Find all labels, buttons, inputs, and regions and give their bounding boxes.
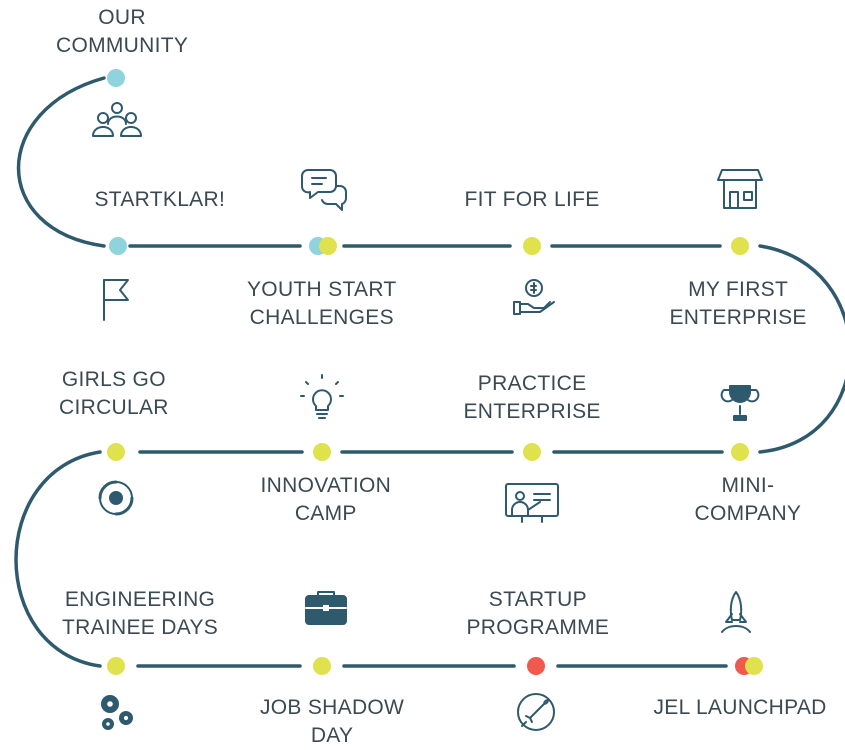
circular-gear-icon <box>98 480 134 516</box>
startup-programme-dot <box>527 657 545 675</box>
jel-launchpad-label: JEL LAUNCHPAD <box>654 694 827 722</box>
youth-start-challenges-label-line: CHALLENGES <box>249 306 394 329</box>
jel-launchpad-dot <box>745 657 763 675</box>
briefcase-icon <box>305 591 347 625</box>
fit-for-life-label-line: FIT FOR LIFE <box>464 188 600 211</box>
innovation-camp-label-line: CAMP <box>294 502 357 525</box>
job-shadow-day-label-line: DAY <box>310 724 354 747</box>
trophy-icon <box>720 385 760 421</box>
job-shadow-day-label-line: JOB SHADOW <box>260 696 405 719</box>
flag-icon <box>103 279 129 321</box>
startklar-label-line: STARTKLAR! <box>94 188 226 211</box>
gears-icon <box>101 695 133 730</box>
startup-programme-label: STARTUP PROGRAMME <box>467 586 610 642</box>
our-community-label-line: OUR <box>98 6 146 29</box>
rocket-circle-icon <box>517 693 555 731</box>
curve-left <box>14 450 102 668</box>
mini-company-label: MINI- COMPANY <box>695 472 802 528</box>
job-shadow-day-label: JOB SHADOW DAY <box>260 694 404 750</box>
job-shadow-day-dot <box>313 657 331 675</box>
our-community-dot <box>107 69 125 87</box>
engineering-trainee-days-label-line: ENGINEERING <box>64 588 216 611</box>
engineering-trainee-days-label: ENGINEERING TRAINEE DAYS <box>62 586 218 642</box>
girls-go-circular-label-line: GIRLS GO <box>61 368 166 391</box>
curve-top-left <box>16 76 106 248</box>
engineering-trainee-days-dot <box>107 657 125 675</box>
curve-right <box>758 244 845 454</box>
mini-company-dot <box>731 443 749 461</box>
my-first-enterprise-label-line: MY FIRST <box>688 278 789 301</box>
lightbulb-icon <box>300 374 344 419</box>
my-first-enterprise-dot <box>731 237 749 255</box>
startklar-label: STARTKLAR! <box>95 186 226 214</box>
practice-enterprise-label-line: PRACTICE <box>477 372 587 395</box>
startup-programme-label-line: STARTUP <box>488 588 587 611</box>
girls-go-circular-label: GIRLS GO CIRCULAR <box>59 366 169 422</box>
my-first-enterprise-label: MY FIRST ENTERPRISE <box>670 276 807 332</box>
youth-start-challenges-label-line: YOUTH START <box>247 278 397 301</box>
girls-go-circular-label-line: CIRCULAR <box>59 396 169 419</box>
chat-bubbles-icon <box>301 169 347 211</box>
fit-for-life-dot <box>523 237 541 255</box>
engineering-trainee-days-label-line: TRAINEE DAYS <box>62 616 219 639</box>
innovation-camp-label-line: INNOVATION <box>260 474 392 497</box>
fit-for-life-label: FIT FOR LIFE <box>465 186 600 214</box>
youth-start-challenges-label: YOUTH START CHALLENGES <box>247 276 397 332</box>
my-first-enterprise-label-line: ENTERPRISE <box>669 306 807 329</box>
girls-go-circular-dot <box>107 443 125 461</box>
our-community-label-line: COMMUNITY <box>56 34 189 57</box>
youth-start-challenges-dot <box>319 237 337 255</box>
mini-company-label-line: MINI- <box>721 474 775 497</box>
practice-enterprise-label: PRACTICE ENTERPRISE <box>464 370 601 426</box>
rocket-launch-icon <box>721 591 751 633</box>
storefront-icon <box>717 169 763 209</box>
our-community-label: OUR COMMUNITY <box>56 4 188 60</box>
startup-programme-label-line: PROGRAMME <box>466 616 610 639</box>
innovation-camp-label: INNOVATION CAMP <box>261 472 392 528</box>
practice-enterprise-dot <box>523 443 541 461</box>
startklar-dot <box>109 237 127 255</box>
practice-enterprise-label-line: ENTERPRISE <box>463 400 601 423</box>
jel-launchpad-label-line: JEL LAUNCHPAD <box>653 696 827 719</box>
mini-company-label-line: COMPANY <box>694 502 802 525</box>
innovation-camp-dot <box>313 443 331 461</box>
presentation-board-icon <box>505 483 559 523</box>
hand-coin-icon <box>513 279 555 315</box>
people-group-icon <box>92 102 142 137</box>
